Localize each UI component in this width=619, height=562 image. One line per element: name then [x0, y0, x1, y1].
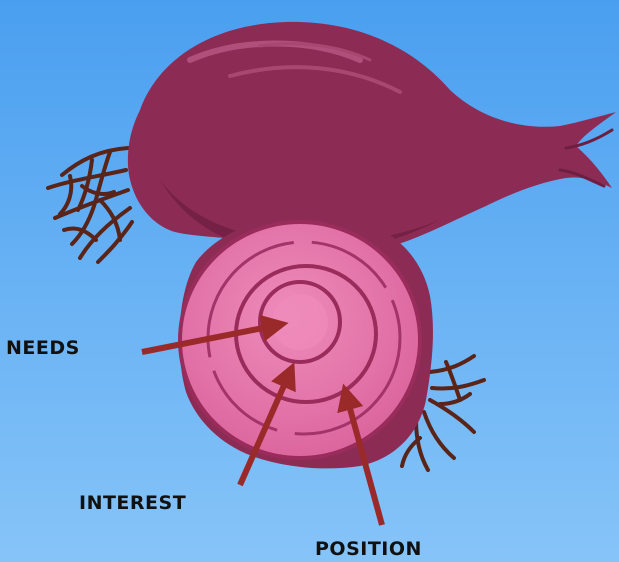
label-interest: INTEREST [79, 494, 186, 513]
half-onion [179, 214, 433, 469]
onion-core [272, 294, 328, 350]
label-position: POSITION [315, 540, 422, 559]
label-needs: NEEDS [6, 339, 80, 358]
